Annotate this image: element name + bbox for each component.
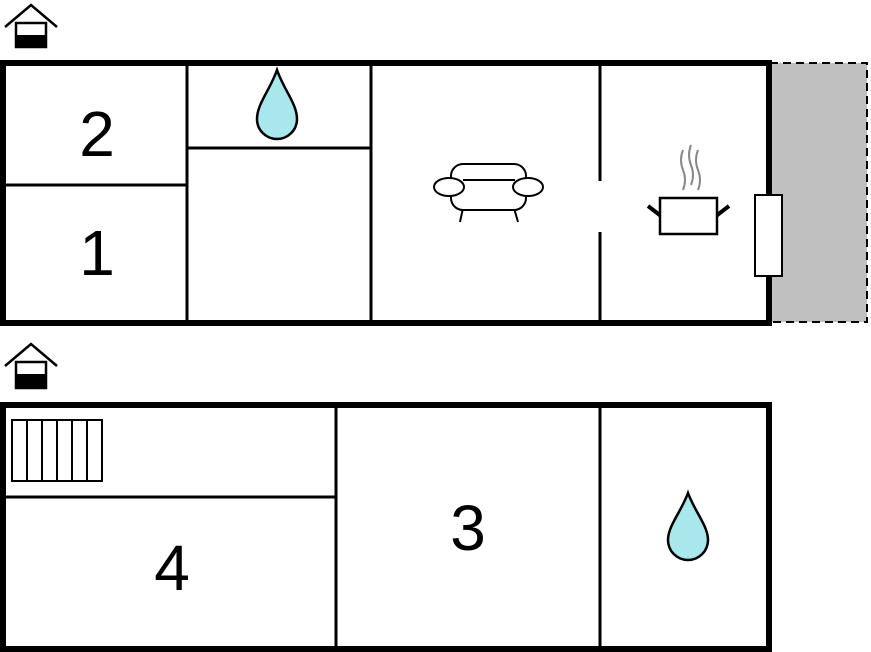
room-1-label: 1 (79, 217, 115, 289)
room-2-label: 2 (79, 98, 115, 170)
water-drop-icon (255, 66, 299, 141)
ground-floor (0, 402, 772, 652)
house-upper-floor-icon (4, 3, 58, 49)
cooking-pot-icon (646, 144, 731, 236)
terrace-area (769, 62, 868, 323)
sofa-icon (433, 163, 544, 223)
room-4-label: 4 (154, 532, 190, 604)
house-ground-floor-icon (4, 342, 58, 390)
room-3-label: 3 (450, 492, 486, 564)
water-drop-icon (666, 489, 710, 562)
stairs-icon (11, 419, 103, 482)
terrace-door (754, 194, 783, 277)
upper-floor (0, 60, 772, 326)
